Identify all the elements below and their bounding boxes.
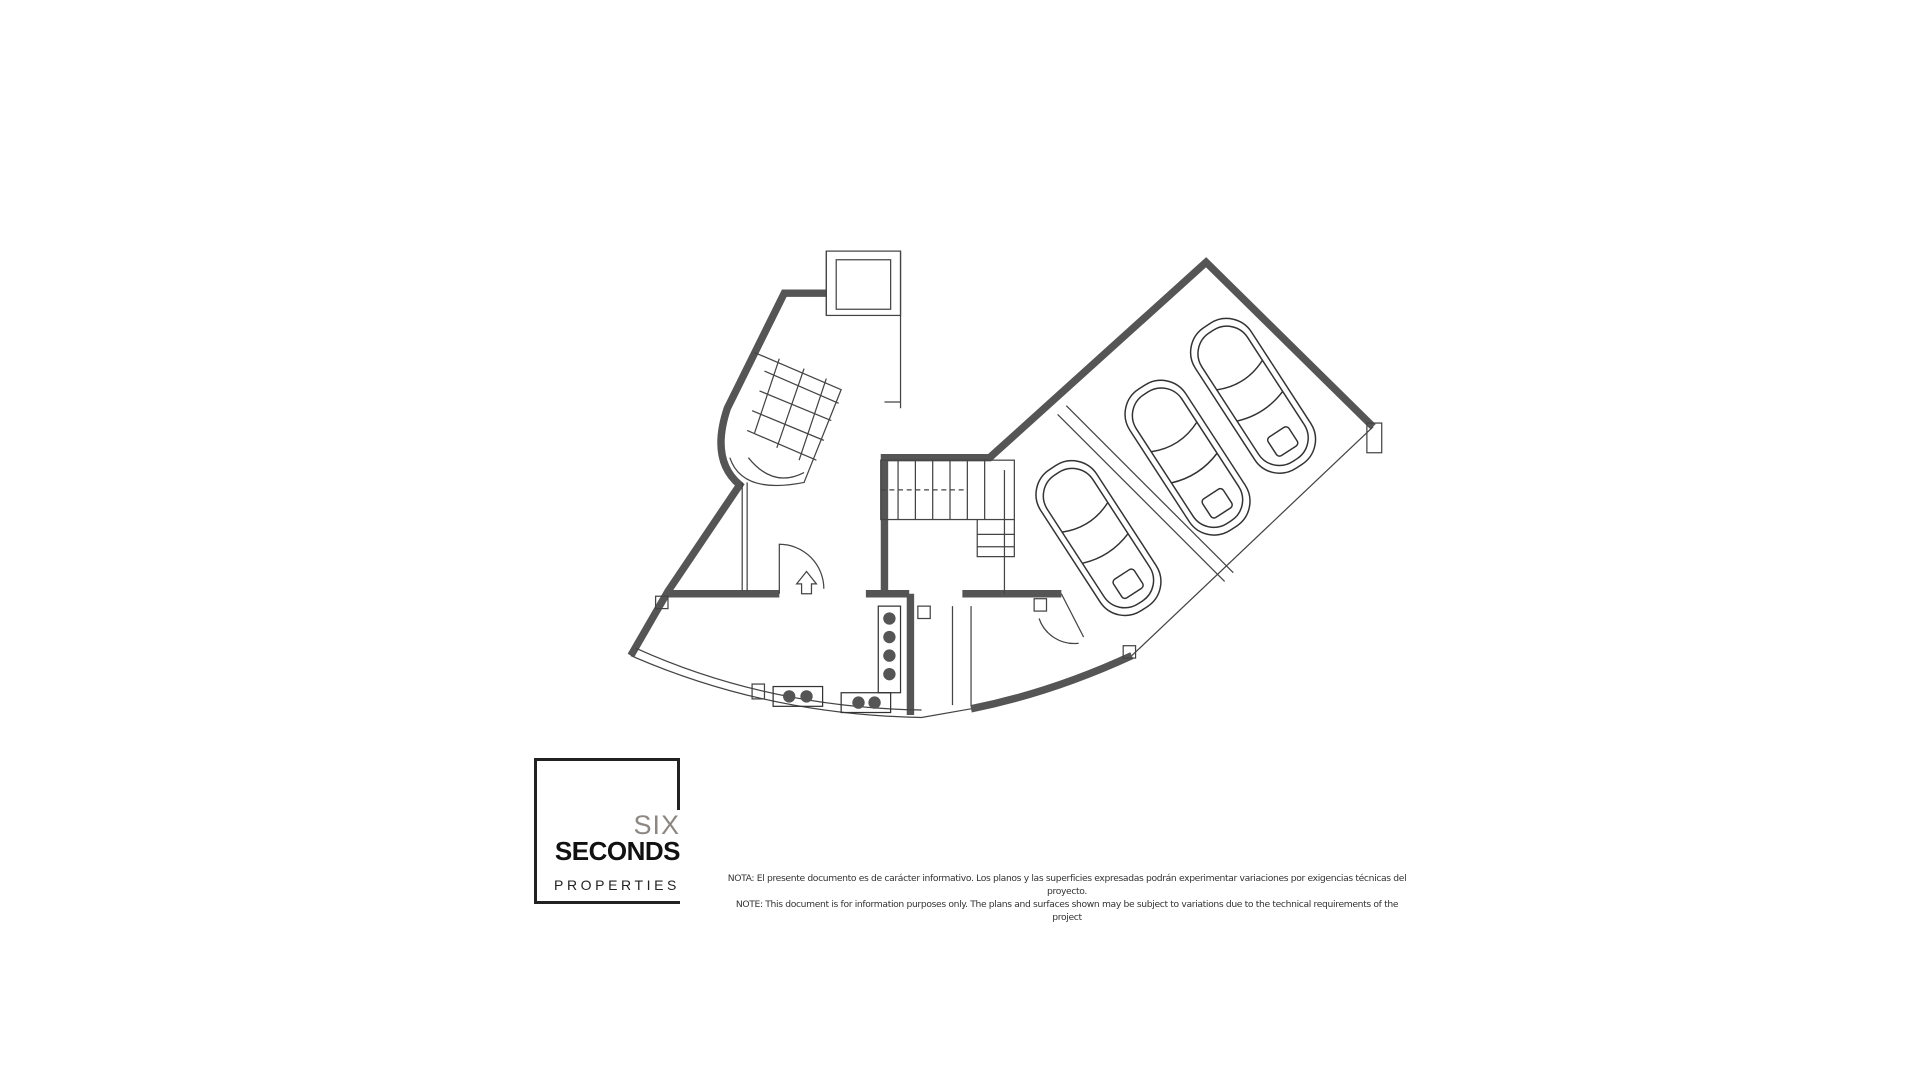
interior-lines bbox=[630, 250, 1383, 719]
logo-six: SIX bbox=[633, 810, 680, 840]
logo-border-bottom bbox=[534, 901, 680, 904]
note-spanish: NOTA: El presente documento es de caráct… bbox=[727, 873, 1407, 897]
disclaimer-note: NOTA: El presente documento es de caráct… bbox=[720, 872, 1414, 924]
logo-border-right bbox=[677, 758, 680, 810]
note-english: NOTE: This document is for information p… bbox=[735, 899, 1399, 923]
car-icon bbox=[1124, 379, 1251, 536]
logo-properties: PROPERTIES bbox=[554, 877, 680, 893]
logo-border-top bbox=[534, 758, 680, 761]
planters bbox=[772, 605, 902, 714]
logo-border-left bbox=[534, 758, 537, 904]
car-icon bbox=[1189, 317, 1317, 474]
exterior-walls bbox=[627, 257, 1376, 715]
cars bbox=[1035, 317, 1317, 617]
six-seconds-logo: SIX SECONDS PROPERTIES bbox=[534, 758, 681, 904]
logo-seconds: SECONDS bbox=[554, 836, 681, 866]
car-icon bbox=[1035, 459, 1162, 617]
